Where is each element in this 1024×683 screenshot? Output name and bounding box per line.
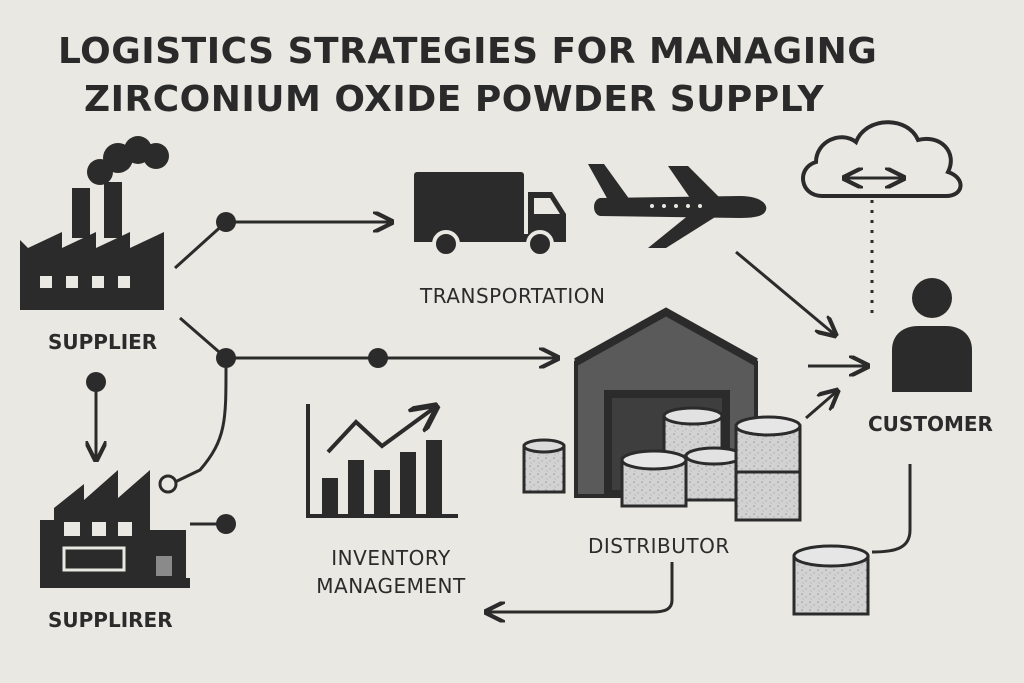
connector-customer-to-storage: [871, 464, 912, 554]
supplier-secondary-label: SUPPLIRER: [48, 608, 173, 632]
customer-label: CUSTOMER: [868, 412, 993, 436]
connector-supplier-to-distributor: [179, 316, 556, 358]
customer-person-icon: [892, 278, 972, 392]
powder-container-icon: [522, 406, 870, 616]
inventory-label-line-1: INVENTORY: [331, 546, 451, 570]
bar-chart-trend-icon: [306, 404, 458, 518]
transportation-label: TRANSPORTATION: [420, 284, 606, 308]
connector-node: [86, 372, 106, 392]
connector-node: [216, 212, 236, 232]
factory-secondary-icon: [40, 470, 190, 588]
title-line-1: LOGISTICS STRATEGIES FOR MANAGING: [58, 31, 878, 72]
airplane-icon: [588, 164, 767, 248]
connector-node: [216, 348, 236, 368]
connector-supplier-to-transport: [173, 222, 390, 270]
page-title: LOGISTICS STRATEGIES FOR MANAGING ZIRCON…: [58, 28, 878, 124]
title-line-2: ZIRCONIUM OXIDE POWDER SUPPLY: [84, 79, 825, 120]
inventory-management-label: INVENTORY MANAGEMENT: [306, 544, 476, 600]
truck-icon: [414, 172, 566, 258]
connector-air-to-customer: [735, 250, 834, 334]
cloud-sync-icon: [801, 120, 963, 198]
connector-node-open: [158, 474, 178, 494]
supplier-label: SUPPLIER: [48, 330, 158, 354]
factory-icon: [20, 136, 169, 310]
connector-secondary-loop: [174, 367, 228, 484]
inventory-label-line-2: MANAGEMENT: [316, 574, 466, 598]
connector-node: [368, 348, 388, 368]
connector-distributor-to-inventory: [488, 562, 674, 612]
connector-node: [216, 514, 236, 534]
distributor-label: DISTRIBUTOR: [588, 534, 730, 558]
connector-distributor-to-customer: [805, 392, 836, 420]
